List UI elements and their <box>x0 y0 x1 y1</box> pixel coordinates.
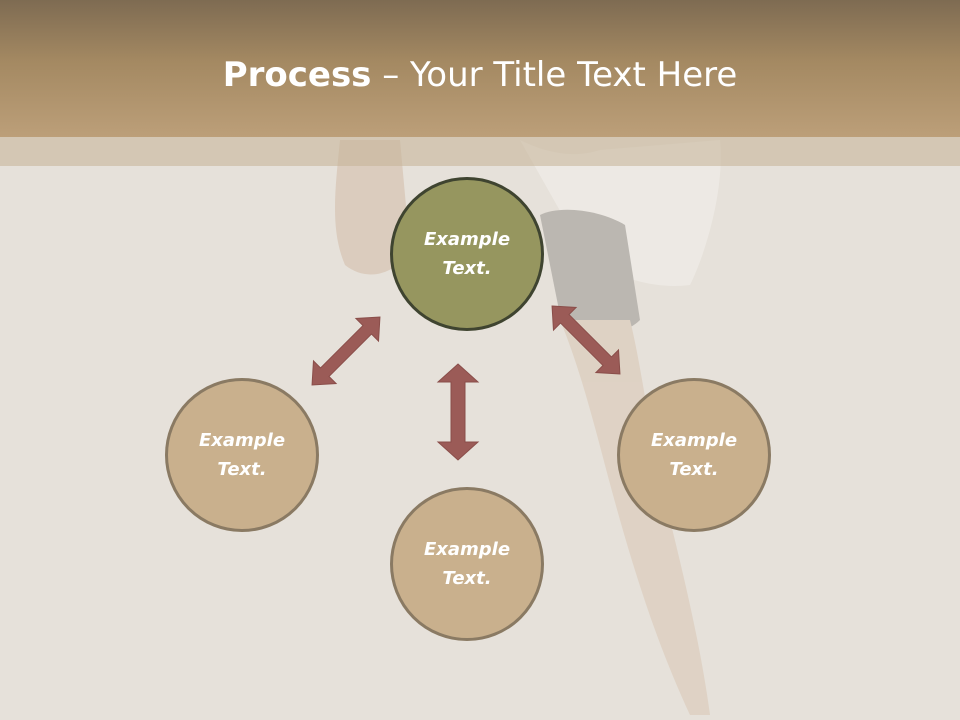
title-rest-text: – Your Title Text Here <box>371 55 738 95</box>
arrow-center-bottom <box>436 363 480 461</box>
left-node-line1: Example <box>198 430 286 451</box>
arrow-center-left <box>311 316 381 386</box>
slide-title: Process – Your Title Text Here <box>0 52 960 98</box>
title-bar <box>0 0 960 137</box>
title-bold-text: Process <box>222 55 372 95</box>
center-node-line1: Example <box>423 229 511 250</box>
left-node-line2: Text. <box>217 459 267 480</box>
center-node: Example Text. <box>390 177 544 331</box>
left-node: Example Text. <box>165 378 319 532</box>
right-node-line1: Example <box>650 430 738 451</box>
bottom-node: Example Text. <box>390 487 544 641</box>
bottom-node-line1: Example <box>423 539 511 560</box>
right-node: Example Text. <box>617 378 771 532</box>
right-node-line2: Text. <box>669 459 719 480</box>
center-node-line2: Text. <box>442 258 492 279</box>
arrow-center-right <box>551 305 621 375</box>
bottom-node-line2: Text. <box>442 568 492 589</box>
title-band <box>0 137 960 166</box>
